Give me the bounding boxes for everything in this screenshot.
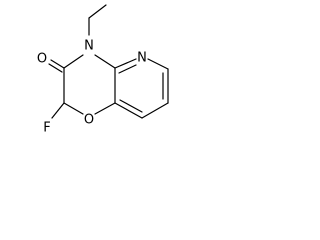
bond-c2-o1	[63, 102, 84, 115]
bond-carbonyl-b	[48, 63, 63, 73]
bond-n5-c6	[147, 58, 169, 70]
bond-c7-c8	[141, 102, 169, 119]
bond-carbonyl-a	[50, 59, 65, 69]
atom-label-ring-oxygen: O	[84, 113, 94, 128]
atom-label-carbonyl-oxygen: O	[37, 52, 47, 67]
bond-c4a-n5-inner	[118, 64, 137, 74]
bond-c8-c8a	[114, 102, 143, 119]
bond-ethyl-ch3-ch2	[88, 4, 107, 19]
atom-label-amide-nitrogen: N	[84, 39, 94, 54]
bond-c4a-n4	[94, 54, 116, 69]
bond-n4-c3	[63, 54, 84, 69]
atom-label-pyridine-nitrogen: N	[137, 51, 147, 66]
bond-c2-f	[51, 102, 65, 119]
bond-c8-c8a-inner	[119, 99, 143, 113]
molecule-structure-diagram: O N N O F	[37, 4, 169, 136]
bond-o1-c8a	[94, 102, 116, 115]
bond-c4a-n5	[114, 58, 137, 69]
atom-label-fluorine: F	[43, 121, 50, 136]
